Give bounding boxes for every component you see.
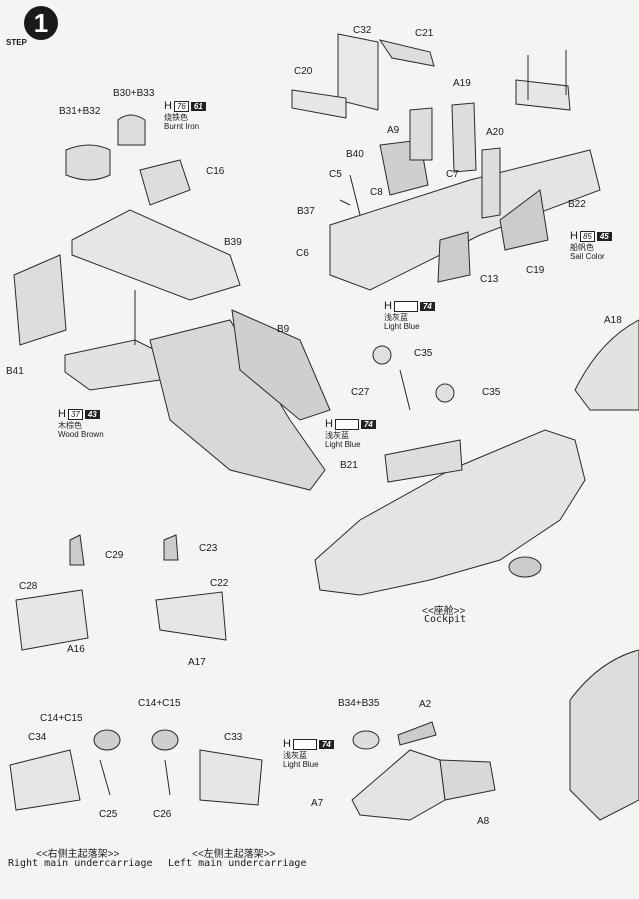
paint-brand: H xyxy=(384,300,392,312)
caption-left-undercarriage-en: Left main undercarriage xyxy=(168,858,307,869)
paint-number: 85 xyxy=(579,230,595,242)
paint-number xyxy=(334,418,359,430)
part-label: B9 xyxy=(277,324,290,335)
part-label: C19 xyxy=(526,265,545,276)
part-label: C35 xyxy=(482,387,501,398)
caption-left-undercarriage-cn: <<左侧主起落架>> xyxy=(192,849,276,860)
part-label: A8 xyxy=(477,816,490,827)
part-label: B22 xyxy=(568,199,586,210)
paint-name-en: Burnt Iron xyxy=(164,121,200,131)
paint-name-en: Light Blue xyxy=(283,759,319,769)
paint-brand: H xyxy=(325,418,333,430)
part-label: C14+C15 xyxy=(40,713,83,724)
paint-number: 76 xyxy=(173,100,189,112)
paint-code: 74 xyxy=(360,419,376,429)
cockpit-floor-drawing xyxy=(329,102,601,291)
paint-name-cn: 木棕色 xyxy=(58,420,82,430)
paint-name-en: Light Blue xyxy=(325,439,361,449)
part-label: C6 xyxy=(296,248,309,259)
part-label: C34 xyxy=(28,732,47,743)
paint-brand: H xyxy=(58,408,66,420)
part-label: B37 xyxy=(297,206,315,217)
part-label: C26 xyxy=(153,809,172,820)
paint-number xyxy=(393,300,418,312)
paint-number xyxy=(292,738,317,750)
part-label: A9 xyxy=(387,125,400,136)
left-floor-assembly-drawing xyxy=(13,114,331,491)
paint-brand: H xyxy=(283,738,291,750)
paint-name-cn: 浅灰蓝 xyxy=(384,312,408,322)
paint-callout-light-blue: H 74 浅灰蓝 Light Blue xyxy=(283,738,334,769)
caption-cockpit-en: Cockpit xyxy=(424,614,467,625)
part-label: A7 xyxy=(311,798,324,809)
part-label: C35 xyxy=(414,348,433,359)
paint-name-cn: 船帆色 xyxy=(570,242,594,252)
paint-code: 43 xyxy=(84,409,100,419)
part-label: C29 xyxy=(105,550,124,561)
part-label: C23 xyxy=(199,543,218,554)
part-label: C33 xyxy=(224,732,243,743)
paint-callout-light-blue: H 74 浅灰蓝 Light Blue xyxy=(384,300,435,331)
part-label: C16 xyxy=(206,166,225,177)
seat-brackets-drawing xyxy=(15,534,227,651)
right-edge-fuselage-drawing xyxy=(569,319,639,821)
paint-name-cn: 烧铁色 xyxy=(164,112,188,122)
part-label: C14+C15 xyxy=(138,698,181,709)
part-label: C32 xyxy=(353,25,372,36)
part-label: C20 xyxy=(294,66,313,77)
caption-cockpit-cn: <<座舱>> xyxy=(422,606,466,617)
part-label: A16 xyxy=(67,644,85,655)
part-label: B30+B33 xyxy=(113,88,155,99)
part-label: C22 xyxy=(210,578,229,589)
paint-code: 45 xyxy=(596,231,612,241)
part-label: C13 xyxy=(480,274,499,285)
part-label: C7 xyxy=(446,169,459,180)
part-label: A18 xyxy=(604,315,622,326)
part-label: C5 xyxy=(329,169,342,180)
part-label: B40 xyxy=(346,149,364,160)
cockpit-fuselage-drawing xyxy=(314,345,586,596)
part-label: C21 xyxy=(415,28,434,39)
part-label: A20 xyxy=(486,127,504,138)
part-label: A17 xyxy=(188,657,206,668)
undercarriage-drawing xyxy=(9,729,263,811)
part-label: A19 xyxy=(453,78,471,89)
part-label: B21 xyxy=(340,460,358,471)
paint-name-en: Light Blue xyxy=(384,321,420,331)
step-label: STEP xyxy=(6,38,27,47)
part-label: A2 xyxy=(419,699,432,710)
part-label: B34+B35 xyxy=(338,698,380,709)
paint-callout-light-blue: H 74 浅灰蓝 Light Blue xyxy=(325,418,376,449)
paint-number: 37 xyxy=(67,408,83,420)
paint-name-cn: 浅灰蓝 xyxy=(325,430,349,440)
part-label: C27 xyxy=(351,387,370,398)
paint-brand: H xyxy=(164,100,172,112)
paint-brand: H xyxy=(570,230,578,242)
part-label: C8 xyxy=(370,187,383,198)
caption-right-undercarriage-cn: <<右侧主起落架>> xyxy=(36,849,120,860)
seat-parts-drawing xyxy=(291,33,571,119)
part-label: B39 xyxy=(224,237,242,248)
paint-code: 74 xyxy=(318,739,334,749)
part-label: B41 xyxy=(6,366,24,377)
step-badge: 1 STEP xyxy=(6,6,58,58)
caption-right-undercarriage-en: Right main undercarriage xyxy=(8,858,153,869)
paint-code: 61 xyxy=(190,101,206,111)
part-label: B31+B32 xyxy=(59,106,101,117)
part-label: C25 xyxy=(99,809,118,820)
part-label: C28 xyxy=(19,581,38,592)
paint-name-en: Wood Brown xyxy=(58,429,104,439)
paint-code: 74 xyxy=(419,301,435,311)
paint-name-cn: 浅灰蓝 xyxy=(283,750,307,760)
sponson-drawing xyxy=(351,721,496,821)
paint-name-en: Sail Color xyxy=(570,251,605,261)
step-number: 1 xyxy=(24,6,58,40)
